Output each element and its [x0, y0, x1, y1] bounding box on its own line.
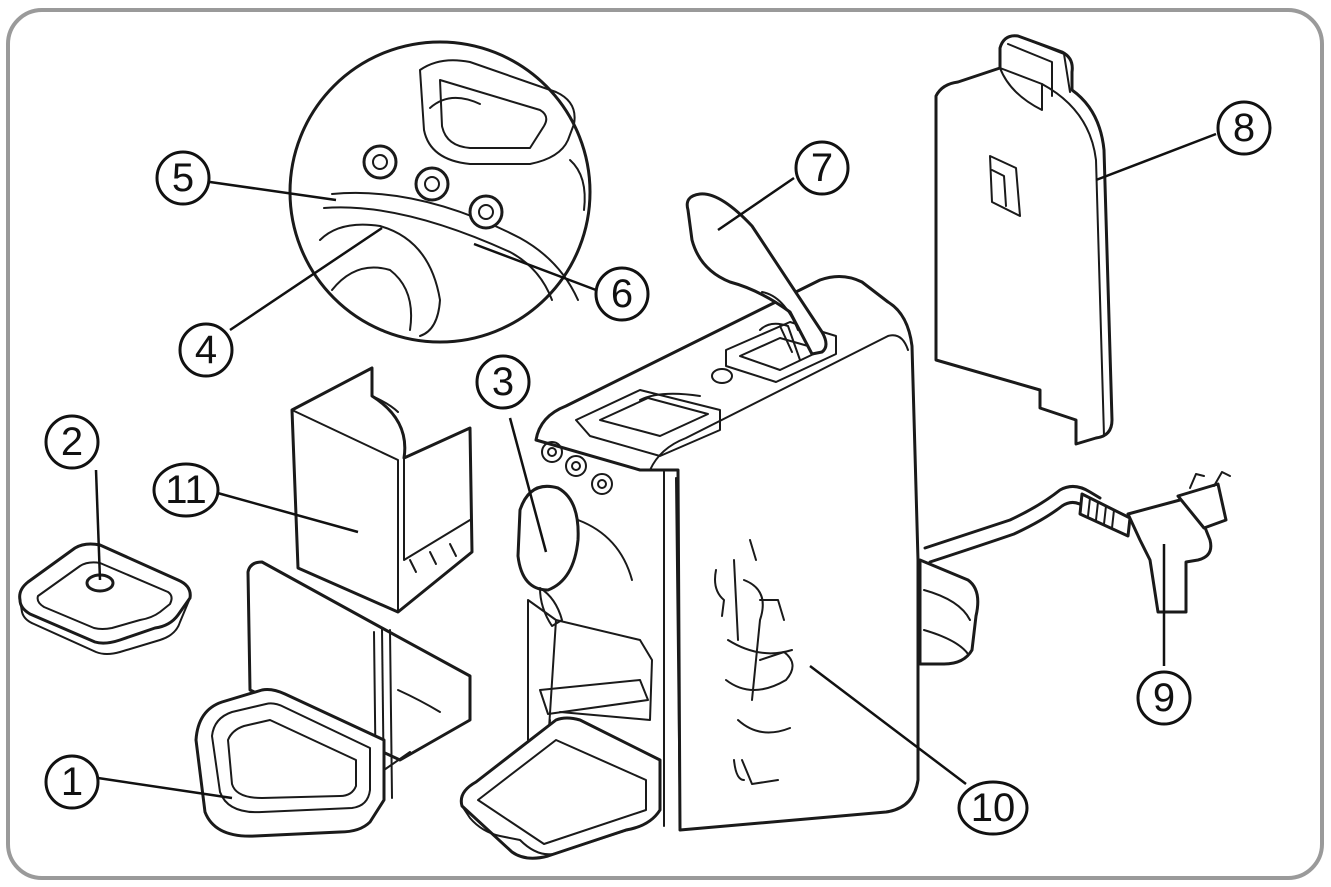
- callout-5: 5: [155, 150, 211, 206]
- callout-6-label: 6: [611, 272, 633, 316]
- water-tank: [194, 560, 472, 838]
- callout-1-label: 1: [61, 760, 83, 804]
- callout-8-label: 8: [1233, 106, 1255, 150]
- leader-11: [213, 490, 359, 534]
- callout-7: 7: [794, 140, 850, 196]
- leader-10: [809, 665, 967, 785]
- leader-lines: [94, 132, 1217, 800]
- callout-7-label: 7: [811, 146, 833, 190]
- callout-1: 1: [44, 754, 100, 810]
- leader-7: [717, 176, 795, 232]
- capsule-lever: [685, 192, 828, 356]
- leader-6: [473, 242, 597, 292]
- leader-2: [94, 469, 102, 581]
- callout-2-label: 2: [61, 420, 83, 464]
- water-tank-lid: [18, 542, 192, 655]
- zoom-detail: [288, 40, 592, 344]
- callout-2: 2: [44, 414, 100, 470]
- side-cover: [934, 34, 1114, 446]
- callout-9: 9: [1136, 670, 1192, 726]
- callout-3: 3: [475, 354, 531, 410]
- callout-9-label: 9: [1153, 676, 1175, 720]
- leader-8: [1095, 132, 1217, 182]
- callout-11-label: 11: [165, 468, 207, 512]
- leader-3: [508, 417, 548, 553]
- leader-5: [209, 180, 337, 202]
- callout-4-label: 4: [195, 328, 217, 372]
- machine-body: [459, 275, 980, 860]
- callout-10: 10: [957, 780, 1029, 836]
- diagram-frame: [6, 8, 1324, 880]
- leader-1: [97, 776, 233, 800]
- callout-10-label: 10: [971, 786, 1016, 830]
- drip-container: [290, 366, 474, 614]
- callout-11: 11: [152, 462, 220, 518]
- callout-6: 6: [594, 266, 650, 322]
- callout-5-label: 5: [172, 156, 194, 200]
- callout-8: 8: [1216, 100, 1272, 156]
- power-cord: [923, 471, 1231, 614]
- callout-3-label: 3: [492, 360, 514, 404]
- callout-4: 4: [178, 322, 234, 378]
- leader-4: [229, 226, 383, 332]
